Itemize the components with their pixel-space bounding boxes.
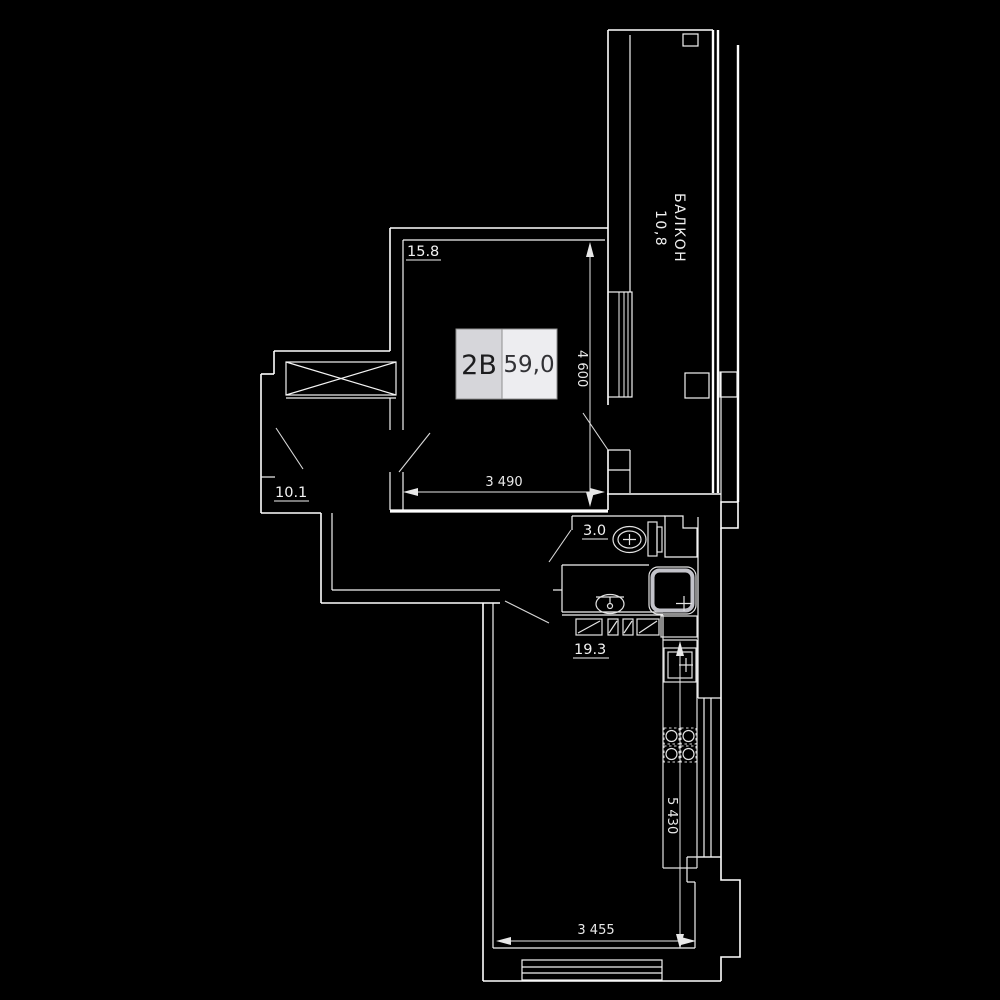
- shower-fixture: [648, 566, 697, 615]
- living-door-leaf: [504, 600, 550, 624]
- balcony-railing: [711, 30, 740, 502]
- bottom-window: [521, 959, 663, 981]
- dim-living-depth-label: 5 430: [664, 797, 679, 834]
- dimension-living-width: 3 455: [496, 923, 696, 945]
- apartment-type-badge: 2В 59,0: [455, 328, 558, 400]
- balcony: [607, 29, 740, 502]
- balcony-top-notch: [682, 33, 699, 47]
- washbasin-fixture: [595, 593, 625, 615]
- duct-shaft: [664, 515, 698, 558]
- balcony-title: БАЛКОН: [671, 193, 687, 263]
- cabinet-row: [575, 615, 698, 638]
- stove-fixture: [663, 727, 697, 763]
- living-area-label: 19.3: [574, 642, 606, 658]
- dimension-bedroom-depth: 4 600: [574, 242, 594, 507]
- apartment-type-label: 2В: [461, 350, 497, 381]
- bathroom-area-label: 3.0: [583, 523, 606, 539]
- bedroom-door-leaf: [398, 432, 431, 473]
- dim-bedroom-depth-label: 4 600: [574, 350, 589, 387]
- room-labels: 15.8 10.1 3.0 19.3 БАЛКОН 10,8: [274, 193, 687, 659]
- doors: [275, 412, 609, 624]
- balcony-door-leaf: [582, 412, 609, 451]
- dim-bedroom-width-label: 3 490: [485, 475, 522, 490]
- balcony-area-label: 10,8: [652, 210, 668, 247]
- bathroom-door-leaf: [548, 529, 572, 563]
- balcony-pier: [684, 372, 710, 399]
- dimension-bedroom-width: 3 490: [403, 475, 605, 496]
- bedroom-area-label: 15.8: [407, 244, 439, 260]
- toilet-fixture: [612, 521, 663, 557]
- hallway-area-label: 10.1: [275, 485, 307, 501]
- dim-living-width-label: 3 455: [577, 923, 614, 938]
- vent-shaft: [285, 361, 397, 399]
- balcony-window: [607, 291, 633, 398]
- balcony-pier-2: [719, 371, 738, 398]
- walls: [260, 30, 741, 982]
- apartment-area-value: 59,0: [503, 352, 554, 378]
- entry-door-leaf: [275, 427, 304, 470]
- dimension-living-depth: 5 430: [664, 641, 684, 949]
